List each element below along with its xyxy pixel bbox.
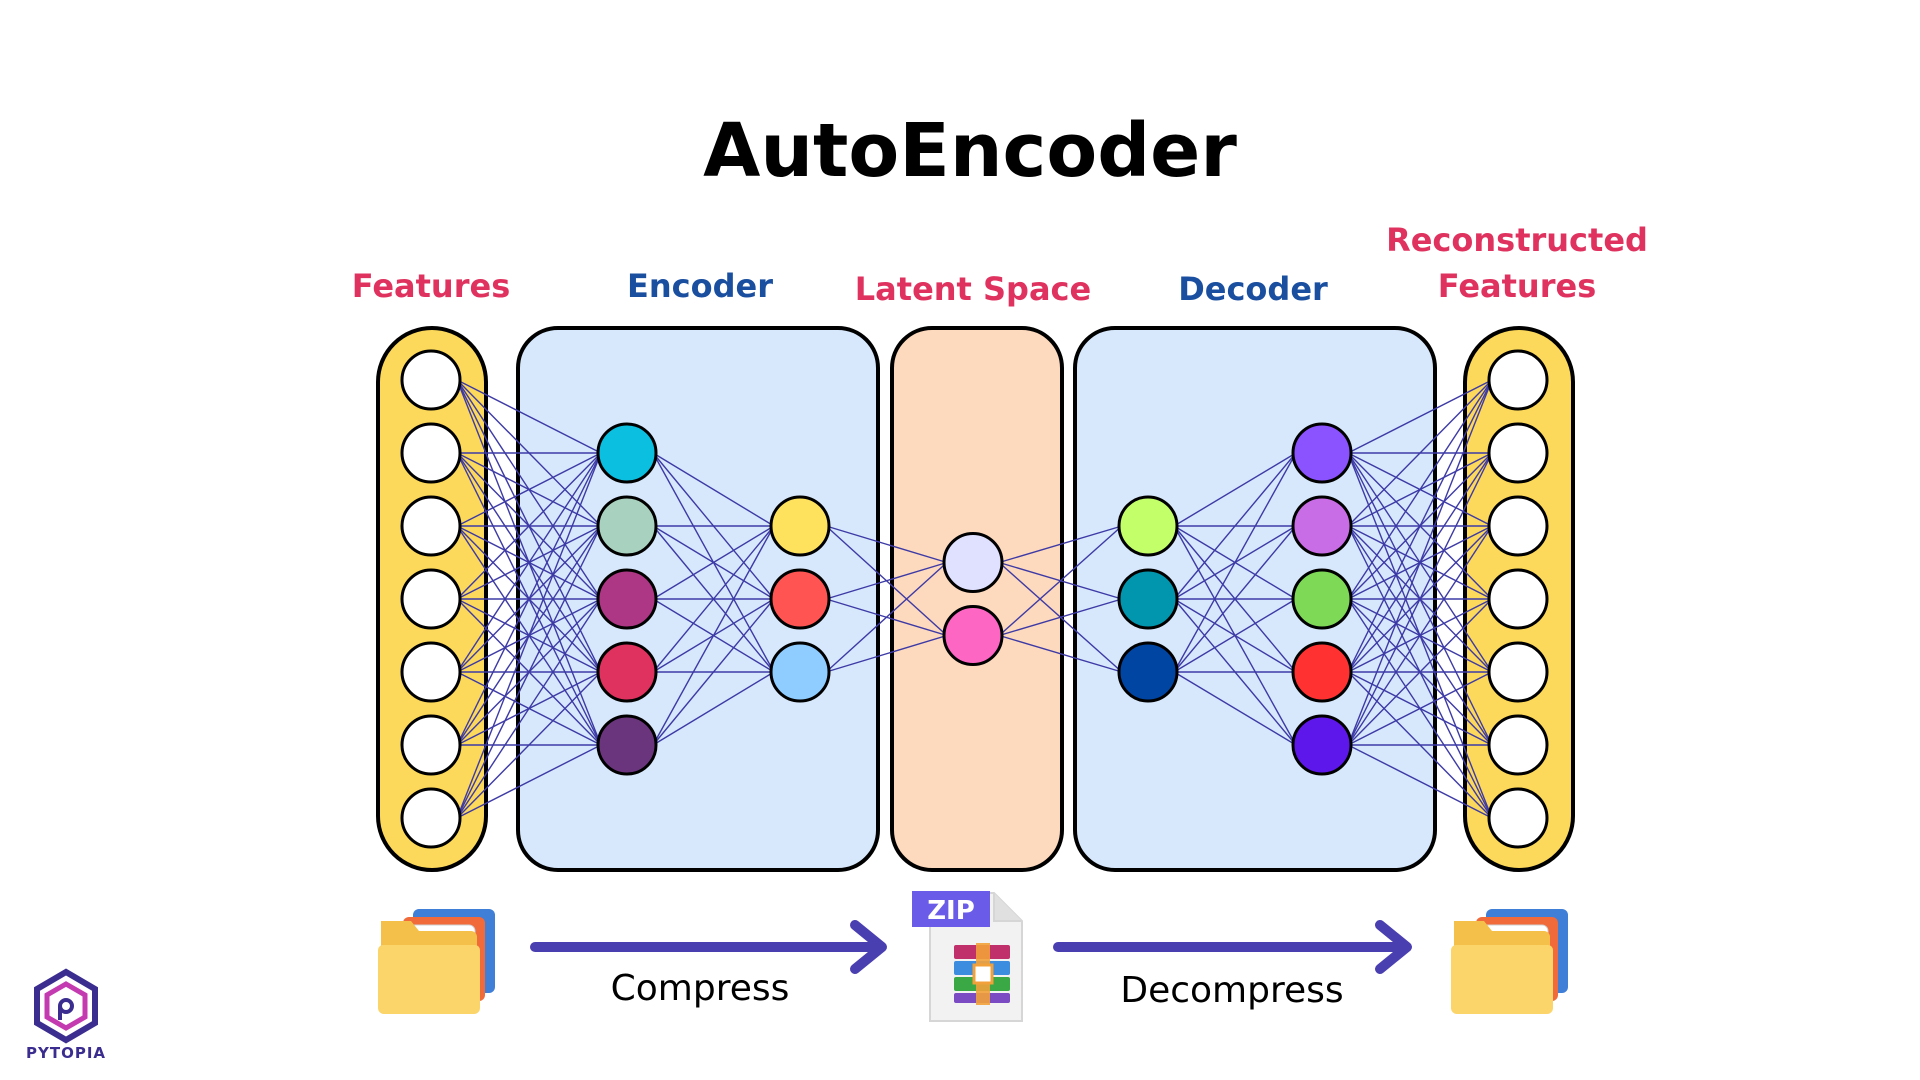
output-node-1 bbox=[1487, 349, 1549, 411]
network-edge bbox=[456, 744, 602, 819]
input-node-6 bbox=[400, 714, 462, 776]
dec2-node-4 bbox=[1291, 641, 1353, 703]
input-node-7 bbox=[400, 787, 462, 849]
dec2-node-3 bbox=[1291, 568, 1353, 630]
network-edge bbox=[1173, 452, 1297, 600]
network-edge bbox=[825, 561, 948, 673]
input-node-4 bbox=[400, 568, 462, 630]
latent-node-2 bbox=[942, 605, 1004, 666]
network-edge bbox=[456, 452, 602, 746]
dec2-node-1 bbox=[1291, 422, 1353, 484]
input-node-5 bbox=[400, 641, 462, 703]
enc1-node-4 bbox=[596, 641, 658, 703]
network-edge bbox=[456, 452, 602, 600]
dec1-node-2 bbox=[1117, 568, 1179, 630]
network-edges bbox=[456, 379, 1493, 819]
network-edge bbox=[652, 671, 775, 746]
features-label: Features bbox=[352, 267, 510, 305]
input-node-1 bbox=[400, 349, 462, 411]
dec1-node-3 bbox=[1117, 641, 1179, 703]
network-edge bbox=[998, 634, 1123, 673]
output-node-7 bbox=[1487, 787, 1549, 849]
network-edge bbox=[1347, 379, 1493, 673]
network-edge bbox=[1347, 744, 1493, 819]
network-edge bbox=[825, 525, 948, 564]
input-node-2 bbox=[400, 422, 462, 484]
network-edge bbox=[1173, 452, 1297, 673]
folder-stack-icon bbox=[1451, 909, 1568, 1014]
network-edge bbox=[456, 671, 602, 819]
enc2-node-3 bbox=[769, 641, 831, 703]
dec2-node-5 bbox=[1291, 714, 1353, 776]
pytopia-logo-text: PYTOPIA bbox=[26, 1044, 106, 1062]
network-edge bbox=[1173, 452, 1297, 527]
network-edge bbox=[456, 598, 602, 819]
decompress-arrow bbox=[1053, 920, 1412, 974]
latent-space-panel bbox=[890, 326, 1064, 872]
encoder-label: Encoder bbox=[627, 267, 773, 305]
enc2-node-1 bbox=[769, 495, 831, 557]
network-edge bbox=[456, 452, 602, 673]
network-edge bbox=[1173, 525, 1297, 673]
network-edge bbox=[652, 598, 775, 746]
network-edge bbox=[652, 525, 775, 673]
output-node-4 bbox=[1487, 568, 1549, 630]
latent-node-1 bbox=[942, 532, 1004, 593]
output-node-6 bbox=[1487, 714, 1549, 776]
zip-badge-label: ZIP bbox=[927, 896, 975, 926]
zip-archive-icon: ZIP bbox=[912, 891, 1023, 1022]
reconstructed-label-line2: Features bbox=[1438, 267, 1596, 305]
network-edge bbox=[456, 525, 602, 819]
network-edge bbox=[456, 452, 602, 819]
network-nodes bbox=[400, 349, 1549, 849]
network-edge bbox=[456, 452, 602, 527]
network-edge bbox=[1173, 598, 1297, 673]
network-edge bbox=[1173, 671, 1297, 746]
decoder-label: Decoder bbox=[1178, 270, 1328, 308]
network-edge bbox=[1347, 379, 1493, 527]
pytopia-hexagon-icon bbox=[34, 968, 98, 1044]
input-node-3 bbox=[400, 495, 462, 557]
output-node-5 bbox=[1487, 641, 1549, 703]
network-edge bbox=[652, 452, 775, 527]
reconstructed-label-line1: Reconstructed bbox=[1386, 221, 1648, 259]
network-edge bbox=[1347, 379, 1493, 600]
network-edge bbox=[456, 379, 602, 454]
network-edge bbox=[1347, 379, 1493, 746]
network-edge bbox=[652, 525, 775, 600]
enc1-node-5 bbox=[596, 714, 658, 776]
network-edge bbox=[1347, 671, 1493, 746]
folder-stack-icon bbox=[378, 909, 495, 1014]
compress-caption: Compress bbox=[611, 968, 790, 1009]
enc2-node-2 bbox=[769, 568, 831, 630]
network-edge bbox=[825, 634, 948, 673]
network-edge bbox=[1347, 525, 1493, 746]
decompress-caption: Decompress bbox=[1120, 970, 1343, 1011]
output-node-2 bbox=[1487, 422, 1549, 484]
dec1-node-1 bbox=[1117, 495, 1179, 557]
network-edge bbox=[1347, 598, 1493, 746]
diagram-title: AutoEncoder bbox=[703, 108, 1237, 194]
enc1-node-3 bbox=[596, 568, 658, 630]
output-node-3 bbox=[1487, 495, 1549, 557]
network-edge bbox=[1347, 452, 1493, 746]
latent-space-label: Latent Space bbox=[855, 270, 1091, 308]
network-edge bbox=[998, 525, 1123, 637]
enc1-node-2 bbox=[596, 495, 658, 557]
network-edge bbox=[652, 525, 775, 746]
network-edge bbox=[998, 525, 1123, 564]
network-edge bbox=[825, 561, 948, 600]
dec2-node-2 bbox=[1291, 495, 1353, 557]
network-edge bbox=[1347, 379, 1493, 454]
enc1-node-1 bbox=[596, 422, 658, 484]
compress-arrow bbox=[530, 920, 887, 974]
network-edge bbox=[998, 598, 1123, 637]
